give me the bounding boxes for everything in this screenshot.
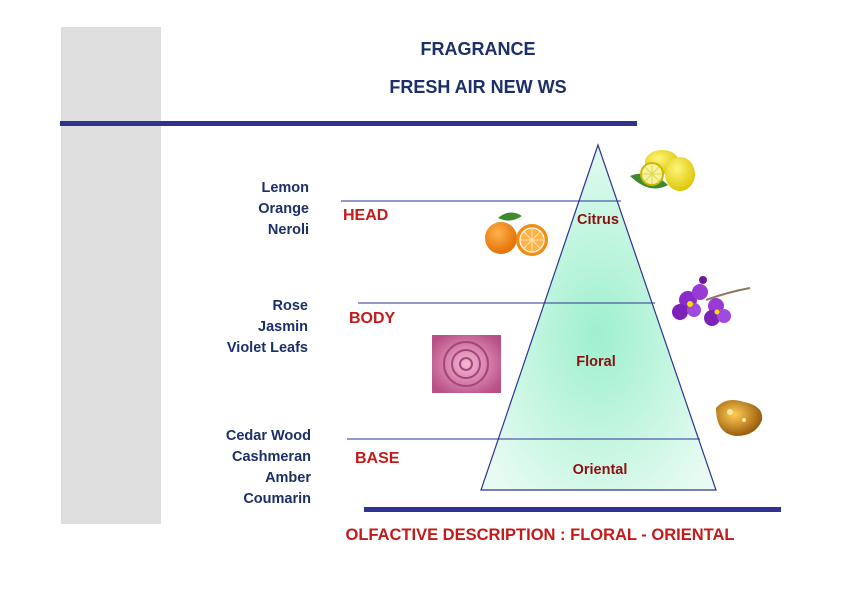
body-notes: Rose Jasmin Violet Leafs	[227, 296, 308, 359]
note-item: Neroli	[267, 222, 309, 238]
floral-family-label: Floral	[576, 354, 616, 370]
note-item: Jasmin	[258, 319, 308, 335]
head-notes: Lemon Orange Neroli	[258, 178, 309, 241]
amber-stone-image	[716, 400, 763, 436]
note-item: Orange	[258, 201, 309, 217]
top-divider	[60, 121, 637, 126]
page-title: FRAGRANCE	[420, 39, 536, 59]
orange-image	[485, 212, 548, 256]
head-level-label: HEAD	[343, 207, 389, 224]
note-item: Coumarin	[243, 491, 311, 507]
violet-flower-image	[672, 276, 751, 326]
note-item: Rose	[272, 298, 308, 314]
base-notes: Cedar Wood Cashmeran Amber Coumarin	[226, 426, 311, 510]
citrus-family-label: Citrus	[577, 212, 619, 228]
body-level-label: BODY	[349, 310, 396, 327]
bottom-divider	[364, 507, 781, 512]
rose-image	[432, 335, 501, 393]
pyramid-shape	[480, 143, 717, 491]
note-item: Violet Leafs	[226, 340, 308, 356]
note-item: Cashmeran	[232, 449, 311, 465]
note-item: Amber	[265, 470, 311, 486]
note-item: Cedar Wood	[225, 428, 311, 444]
lemon-image	[630, 150, 695, 191]
note-item: Lemon	[261, 180, 309, 196]
oriental-family-label: Oriental	[572, 462, 628, 478]
olfactive-description: OLFACTIVE DESCRIPTION : FLORAL - ORIENTA…	[345, 526, 735, 544]
page-subtitle: FRESH AIR NEW WS	[389, 77, 567, 97]
base-level-label: BASE	[355, 450, 400, 467]
side-panel	[61, 27, 161, 524]
